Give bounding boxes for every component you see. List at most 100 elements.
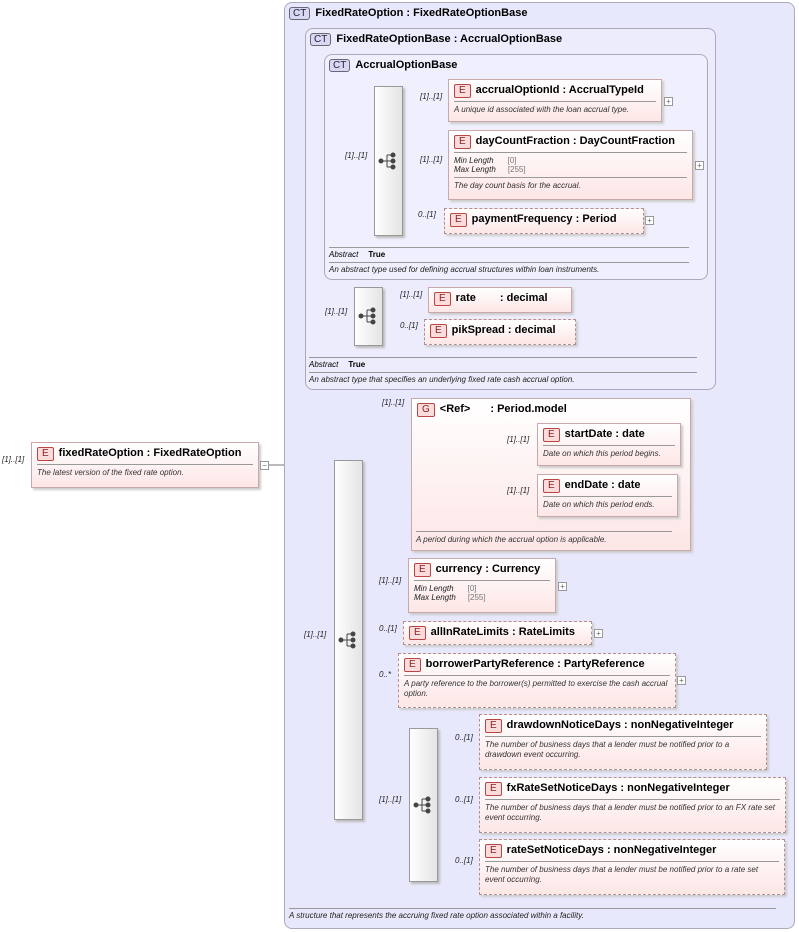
sequence-cardinality: [1]..[1]: [345, 151, 368, 160]
facet-value: [255]: [467, 593, 486, 602]
facet-label: Min Length: [454, 156, 494, 165]
expand-toggle[interactable]: +: [695, 161, 704, 170]
cardinality-periodRef: [1]..[1]: [382, 398, 405, 407]
group-ref-type: Period.model: [497, 403, 567, 415]
element-badge: E: [543, 428, 560, 442]
facet-label: Max Length: [454, 165, 496, 174]
sequence-compositor-rate[interactable]: [354, 287, 383, 346]
element-type: Period: [582, 213, 617, 225]
element-type: nonNegativeInteger: [627, 782, 730, 794]
element-badge: E: [37, 447, 54, 461]
sequence-cardinality: [1]..[1]: [304, 630, 327, 639]
element-name: rateSetNoticeDays: [506, 844, 604, 856]
element-type: nonNegativeInteger: [613, 844, 717, 856]
sequence-compositor-main[interactable]: [334, 460, 363, 820]
element-badge: E: [454, 84, 471, 98]
group-badge: G: [417, 403, 435, 417]
cardinality-rate: [1]..[1]: [400, 290, 423, 299]
element-name: currency: [435, 563, 483, 575]
root-element-name: fixedRateOption: [58, 447, 144, 459]
element-type: AccrualTypeId: [568, 84, 644, 96]
element-type: decimal: [514, 324, 556, 336]
cardinality-allInRateLimits: 0..[1]: [379, 624, 397, 633]
element-badge: E: [409, 626, 426, 640]
ct-mid-footer: An abstract type that specifies an under…: [309, 372, 697, 384]
ct-mid-badge: CT: [310, 33, 332, 46]
expand-toggle[interactable]: +: [645, 216, 654, 225]
element-description: The number of business days that a lende…: [485, 861, 779, 885]
element-name: paymentFrequency: [471, 213, 573, 225]
element-name: allInRateLimits: [430, 626, 509, 638]
element-name: borrowerPartyReference: [425, 658, 555, 670]
root-collapse-toggle[interactable]: −: [260, 461, 269, 470]
element-facets: Min Length[0]Max Length[255]: [414, 580, 550, 602]
cardinality-endDate: [1]..[1]: [507, 486, 530, 495]
cardinality-currency: [1]..[1]: [379, 576, 402, 585]
element-type: decimal: [506, 292, 548, 304]
sequence-icon: [378, 152, 396, 170]
ct-inner-badge: CT: [329, 59, 351, 72]
element-name: accrualOptionId: [475, 84, 560, 96]
element-description: The day count basis for the accrual.: [454, 177, 687, 191]
sequence-cardinality: [1]..[1]: [379, 795, 402, 804]
element-badge: E: [450, 213, 467, 227]
ct-outer-footer: A structure that represents the accruing…: [289, 908, 776, 920]
cardinality-pikSpread: 0..[1]: [400, 321, 418, 330]
cardinality-paymentFrequency: 0..[1]: [418, 210, 436, 219]
expand-toggle[interactable]: +: [677, 676, 686, 685]
ct-mid-base: AccrualOptionBase: [460, 33, 563, 45]
element-description: Date on which this period begins.: [543, 445, 675, 459]
cardinality-fxRateSetNoticeDays: 0..[1]: [455, 795, 473, 804]
expand-toggle[interactable]: +: [664, 97, 673, 106]
group-ref-label: <Ref>: [439, 403, 471, 415]
sequence-compositor-accrual[interactable]: [374, 86, 403, 236]
expand-toggle[interactable]: +: [594, 629, 603, 638]
element-description: The number of business days that a lende…: [485, 736, 761, 760]
abstract-label: Abstract: [309, 360, 339, 369]
element-name: rate: [455, 292, 476, 304]
expand-toggle[interactable]: +: [558, 582, 567, 591]
element-badge: E: [543, 479, 560, 493]
element-badge: E: [485, 782, 502, 796]
facet-label: Min Length: [414, 584, 454, 593]
cardinality-accrualOptionId: [1]..[1]: [420, 92, 443, 101]
ct-outer-base: FixedRateOptionBase: [413, 7, 528, 19]
element-badge: E: [414, 563, 431, 577]
cardinality-dayCountFraction: [1]..[1]: [420, 155, 443, 164]
cardinality-rateSetNoticeDays: 0..[1]: [455, 856, 473, 865]
element-name: startDate: [564, 428, 613, 440]
element-badge: E: [404, 658, 421, 672]
ct-outer-badge: CT: [289, 7, 311, 20]
element-name: drawdownNoticeDays: [506, 719, 621, 731]
ct-inner-footer: An abstract type used for defining accru…: [329, 262, 689, 274]
element-name: pikSpread: [451, 324, 505, 336]
element-type: RateLimits: [518, 626, 575, 638]
cardinality-drawdownNoticeDays: 0..[1]: [455, 733, 473, 742]
facet-value: [255]: [507, 165, 526, 174]
element-description: Date on which this period ends.: [543, 496, 672, 510]
sequence-icon: [358, 307, 376, 325]
element-name: endDate: [564, 479, 609, 491]
element-badge: E: [430, 324, 447, 338]
facet-value: [0]: [467, 584, 477, 593]
element-name: fxRateSetNoticeDays: [506, 782, 618, 794]
sequence-compositor-notice[interactable]: [409, 728, 438, 882]
